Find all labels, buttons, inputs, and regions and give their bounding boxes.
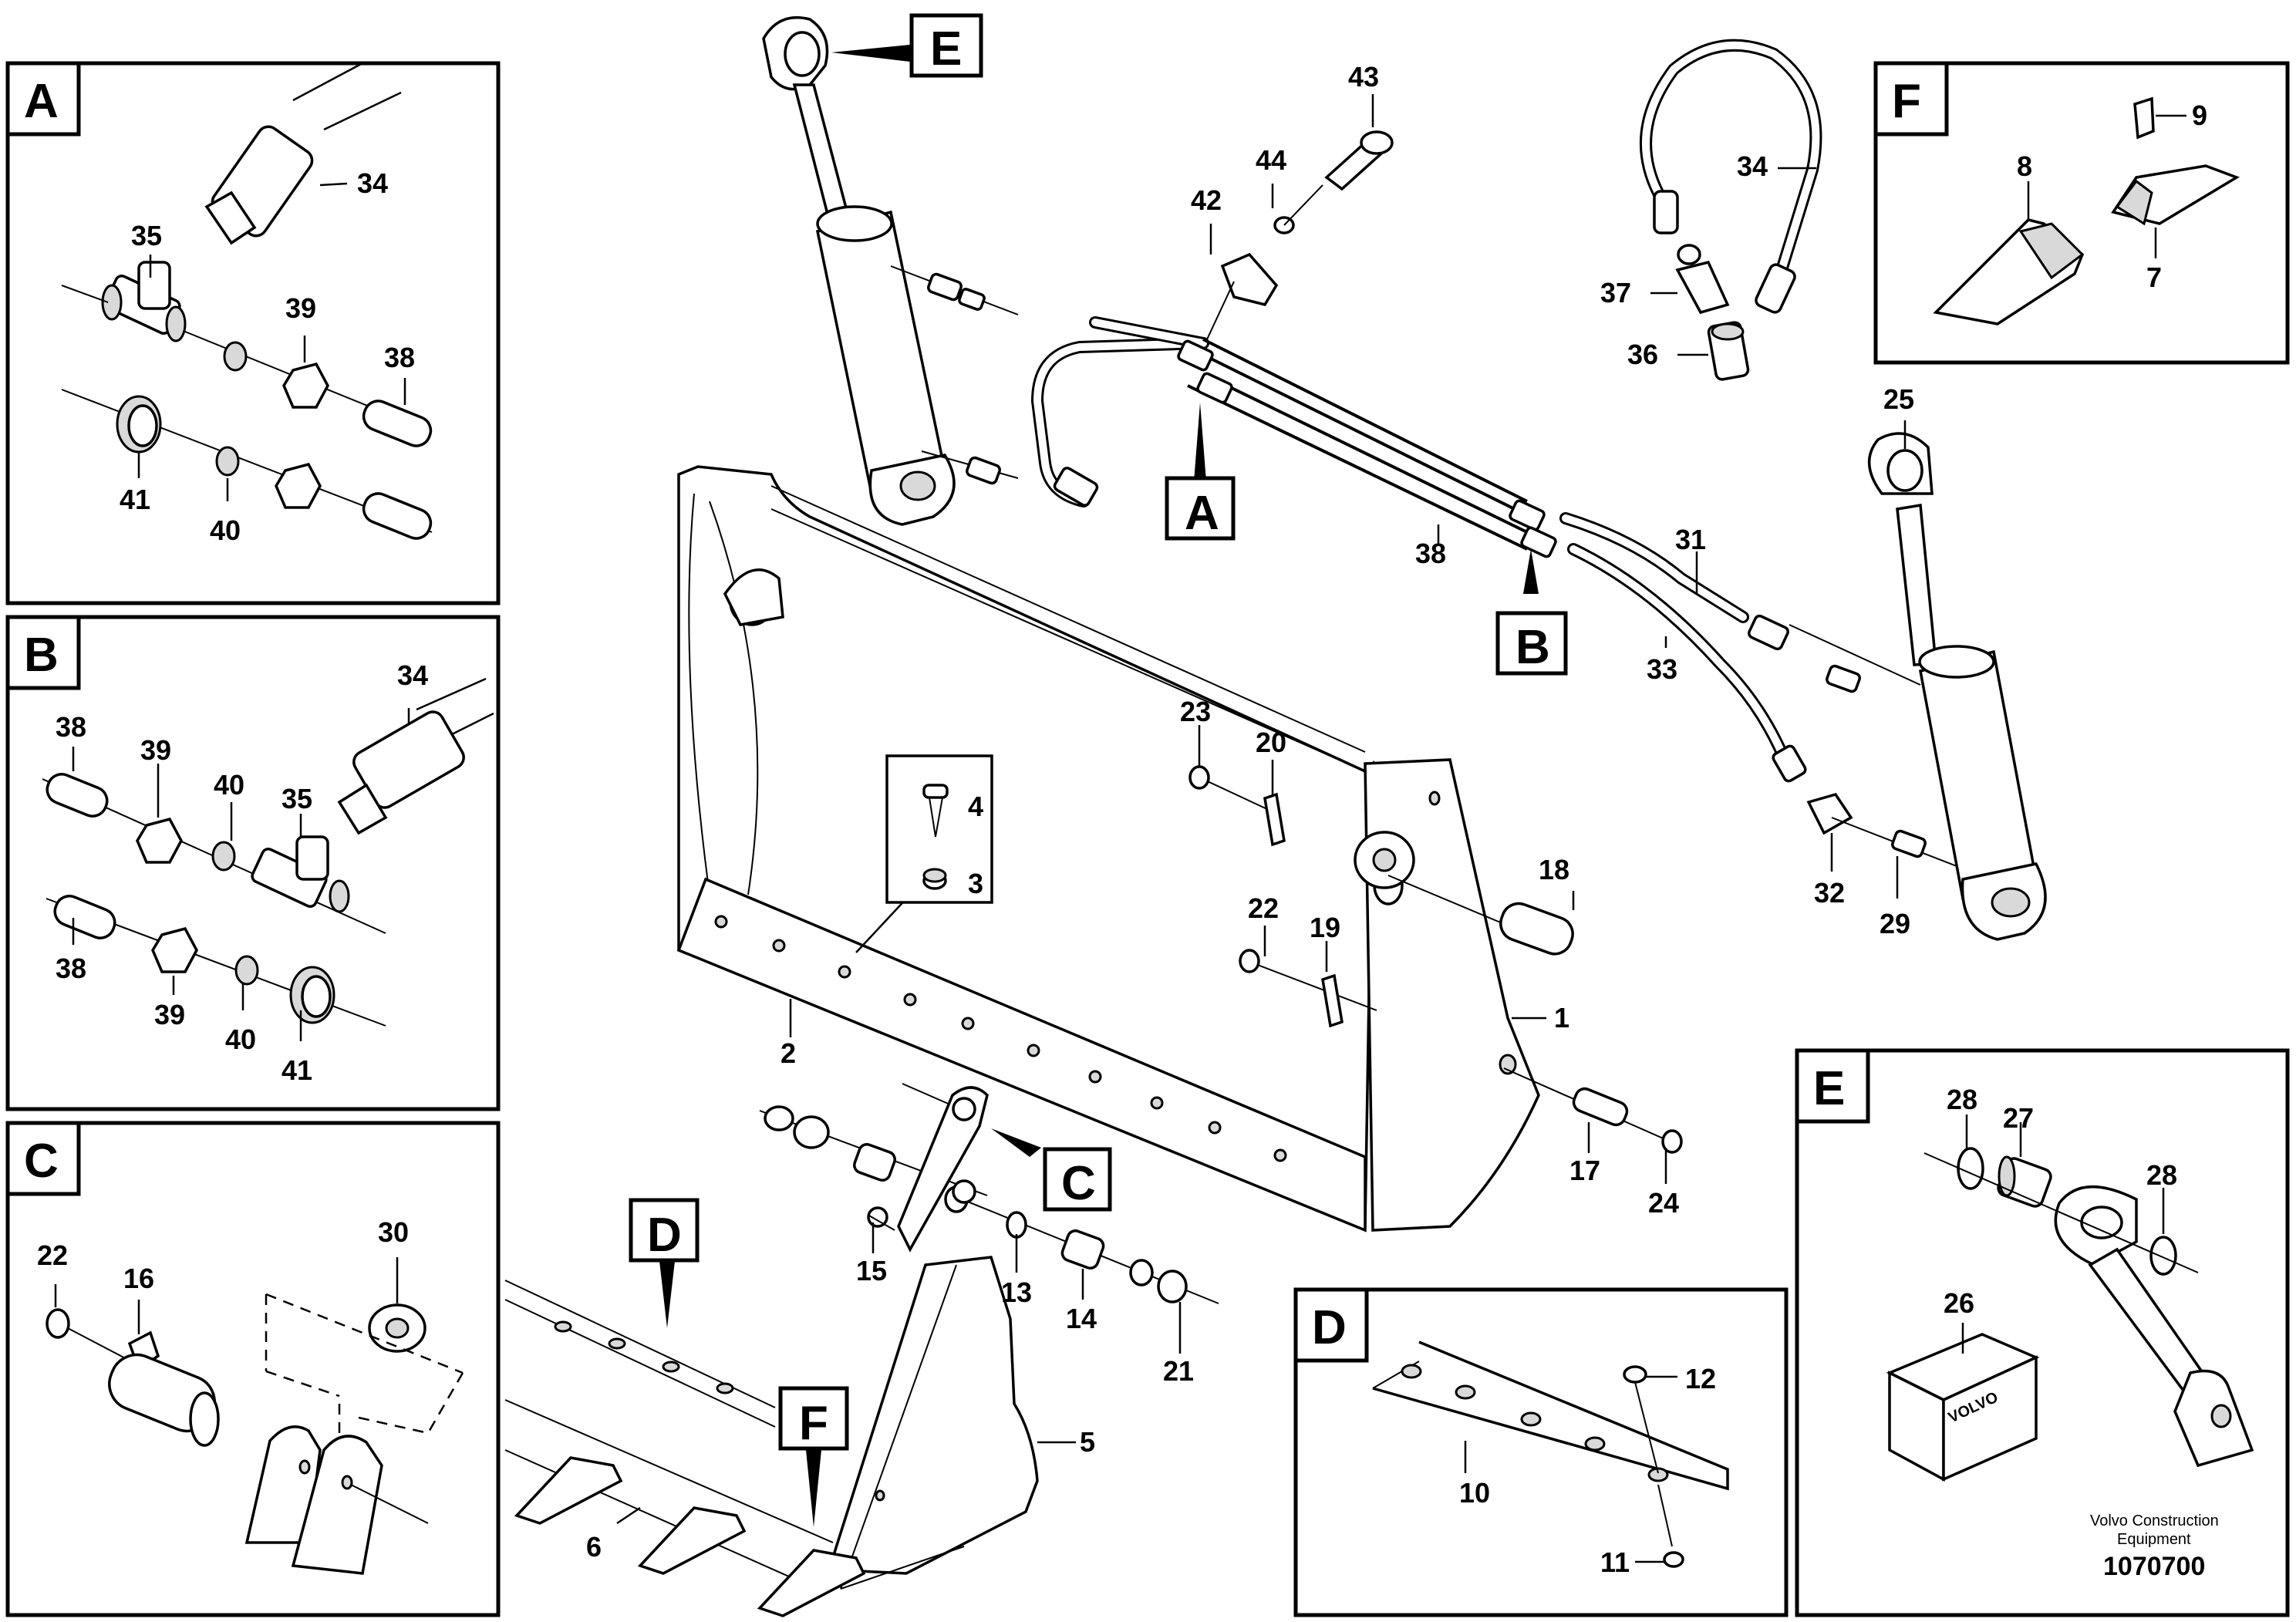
drawing-id: 1070700 [2103,1552,2205,1581]
label-27: 27 [2003,1102,2034,1134]
label-38: 38 [56,953,86,984]
label-35: 35 [131,220,162,251]
label-25: 25 [1883,383,1914,415]
callout-e: E [930,22,962,76]
panel-c-tag: C [24,1135,59,1188]
panel-c: C 22 16 30 [5,1121,501,1617]
left-cylinder [762,16,956,526]
label-12: 12 [1685,1363,1716,1394]
label-18: 18 [1539,854,1569,885]
label-21: 21 [1163,1355,1194,1387]
label-22: 22 [37,1239,68,1271]
label-43: 43 [1348,61,1379,93]
panel-e-tag: E [1813,1062,1845,1115]
callout-d: D [647,1209,682,1262]
label-39: 39 [154,999,185,1030]
panel-d-tag: D [1312,1301,1347,1354]
label-39: 39 [140,734,171,766]
label-28: 28 [1947,1084,1977,1115]
label-24: 24 [1648,1187,1679,1219]
panel-a: A 34 35 39 38 41 40 [5,61,501,605]
label-23: 23 [1180,696,1211,727]
label-29: 29 [1880,908,1910,939]
credit-line-2: Equipment [2117,1531,2191,1548]
label-36: 36 [1627,339,1658,370]
label-38: 38 [56,711,86,743]
label-1: 1 [1554,1002,1569,1034]
label-38: 38 [384,342,415,373]
panel-f: F 9 8 7 [1873,61,2290,365]
panel-a-tag: A [24,75,59,128]
label-41: 41 [282,1054,312,1086]
label-38: 38 [1415,538,1446,569]
label-32: 32 [1814,877,1845,909]
label-40: 40 [214,769,244,801]
panel-d: D 12 10 11 [1293,1287,1789,1617]
label-28: 28 [2146,1159,2177,1191]
label-5: 5 [1080,1426,1095,1458]
label-2: 2 [781,1037,796,1069]
label-42: 42 [1191,184,1222,216]
label-20: 20 [1256,727,1286,758]
label-35: 35 [282,783,312,814]
label-6: 6 [586,1531,602,1563]
label-39: 39 [285,292,316,324]
panel-f-tag: F [1892,75,1921,128]
main-assembly: E A B C D F 43 44 42 34 37 36 25 38 31 3… [504,13,2047,1617]
credit-line-1: Volvo Construction [2090,1512,2219,1529]
label-15: 15 [856,1255,887,1286]
label-41: 41 [120,484,150,515]
label-19: 19 [1310,912,1340,943]
label-10: 10 [1459,1477,1490,1509]
panel-e: E VOLVO 28 27 28 26 Volvo Construction E… [1795,1048,2290,1617]
label-17: 17 [1569,1155,1600,1186]
label-34: 34 [1737,150,1768,182]
label-11: 11 [1600,1546,1630,1578]
callout-a: A [1185,487,1219,540]
label-37: 37 [1600,277,1631,309]
label-3: 3 [968,868,983,899]
callout-f: F [799,1397,828,1450]
panel-b: B 34 38 39 40 35 38 39 [5,615,501,1111]
right-cylinder [1868,432,2047,941]
callout-c: C [1061,1157,1096,1210]
label-4: 4 [968,791,983,822]
bucket [676,465,1540,1233]
label-40: 40 [210,514,241,546]
label-34: 34 [397,659,428,691]
label-34: 34 [357,167,388,199]
label-14: 14 [1066,1303,1097,1334]
label-44: 44 [1256,144,1286,176]
label-16: 16 [123,1263,154,1294]
label-33: 33 [1647,653,1677,685]
label-7: 7 [2146,261,2162,293]
panel-b-tag: B [24,629,59,682]
label-26: 26 [1944,1287,1974,1319]
label-22: 22 [1248,892,1279,924]
callout-b: B [1515,621,1550,674]
label-8: 8 [2017,150,2032,182]
label-31: 31 [1675,524,1706,555]
label-13: 13 [1001,1276,1032,1308]
label-30: 30 [378,1216,409,1248]
label-9: 9 [2192,99,2207,131]
label-40: 40 [225,1023,256,1055]
